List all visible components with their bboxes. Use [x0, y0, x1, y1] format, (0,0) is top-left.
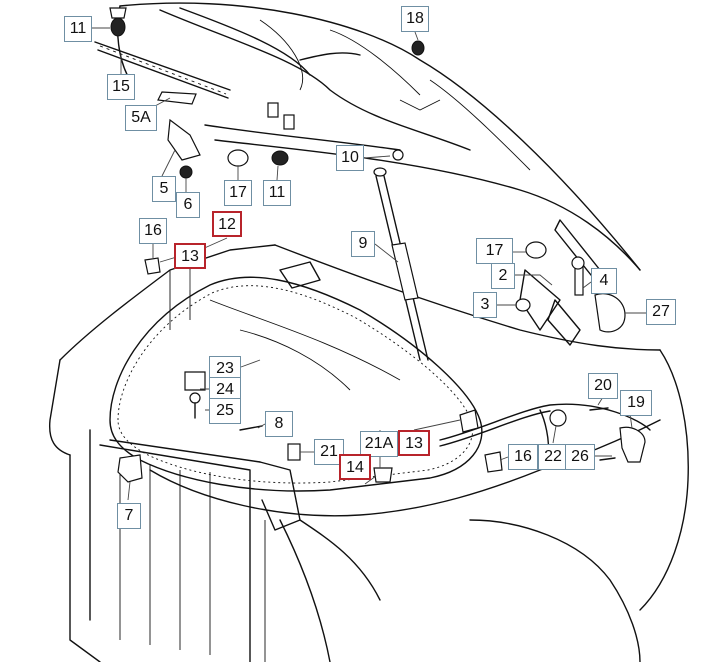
callout-15: 15	[107, 74, 135, 100]
callout-17-right: 17	[476, 238, 513, 264]
front-frame	[69, 429, 301, 662]
gas-strut	[373, 167, 429, 361]
callout-16-lower: 16	[508, 444, 538, 470]
callout-10: 10	[336, 145, 364, 171]
callout-25: 25	[209, 398, 241, 424]
callout-12: 12	[212, 211, 242, 237]
callout-5a: 5A	[125, 105, 157, 131]
callout-5: 5	[152, 176, 176, 202]
callout-9: 9	[351, 231, 375, 257]
callout-2: 2	[491, 263, 515, 289]
callout-14: 14	[339, 454, 371, 480]
callout-16-upper: 16	[139, 218, 167, 244]
callout-11-top-left: 11	[64, 16, 92, 42]
callout-21a: 21A	[360, 431, 398, 457]
hood-hinge	[519, 219, 626, 346]
callout-3: 3	[473, 292, 497, 318]
callout-7: 7	[117, 503, 141, 529]
callout-19: 19	[620, 390, 652, 416]
callout-21: 21	[314, 439, 344, 465]
callout-6: 6	[176, 192, 200, 218]
callout-11-upper: 11	[263, 180, 291, 206]
small-parts	[109, 7, 646, 483]
callout-27: 27	[646, 299, 676, 325]
callout-23: 23	[209, 356, 241, 382]
callout-22: 22	[538, 444, 568, 470]
engine-bay-body	[48, 244, 689, 662]
callout-13-upper: 13	[174, 243, 206, 269]
callout-18: 18	[401, 6, 429, 32]
callout-8: 8	[265, 411, 293, 437]
callout-4: 4	[591, 268, 617, 294]
callout-13-lower: 13	[398, 430, 430, 456]
callout-26: 26	[565, 444, 595, 470]
callout-17-upper: 17	[224, 180, 252, 206]
hood-panel	[117, 2, 641, 271]
callout-20: 20	[588, 373, 618, 399]
